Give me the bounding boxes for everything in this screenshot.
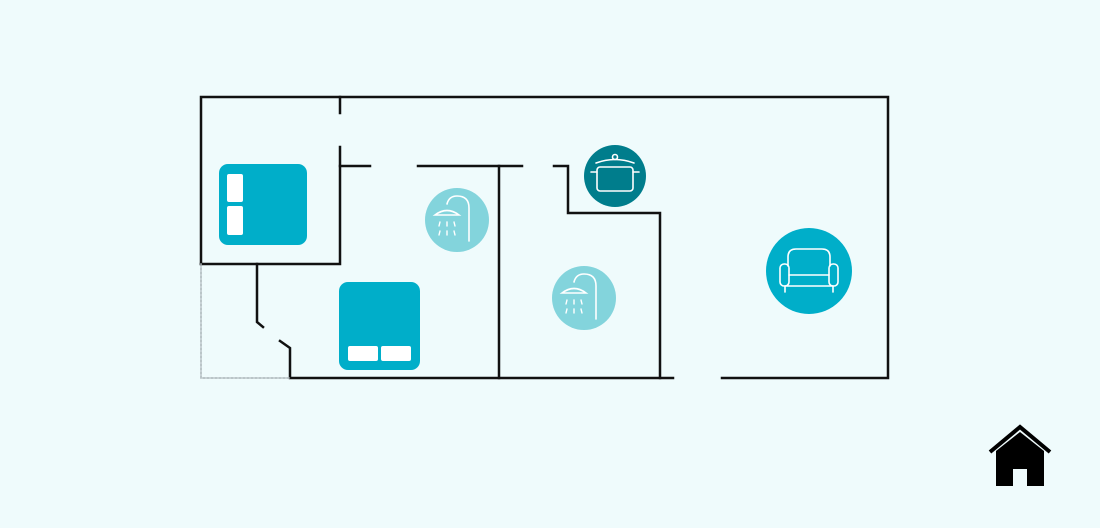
outer-wall xyxy=(199,95,890,380)
shower-icon xyxy=(425,188,489,252)
bedroom-1-wall xyxy=(199,95,342,266)
corridor-wall xyxy=(338,164,662,380)
cooking-pot-icon xyxy=(584,145,646,207)
double-bed-icon xyxy=(219,164,307,245)
armchair-icon xyxy=(766,228,852,314)
house-icon xyxy=(988,424,1052,486)
home-button[interactable] xyxy=(986,422,1056,492)
shower-icon xyxy=(552,266,616,330)
double-bed-icon xyxy=(339,282,420,370)
bedroom-2-wall xyxy=(255,262,265,329)
balcony-dotted-wall xyxy=(200,263,291,379)
walls xyxy=(199,95,890,380)
